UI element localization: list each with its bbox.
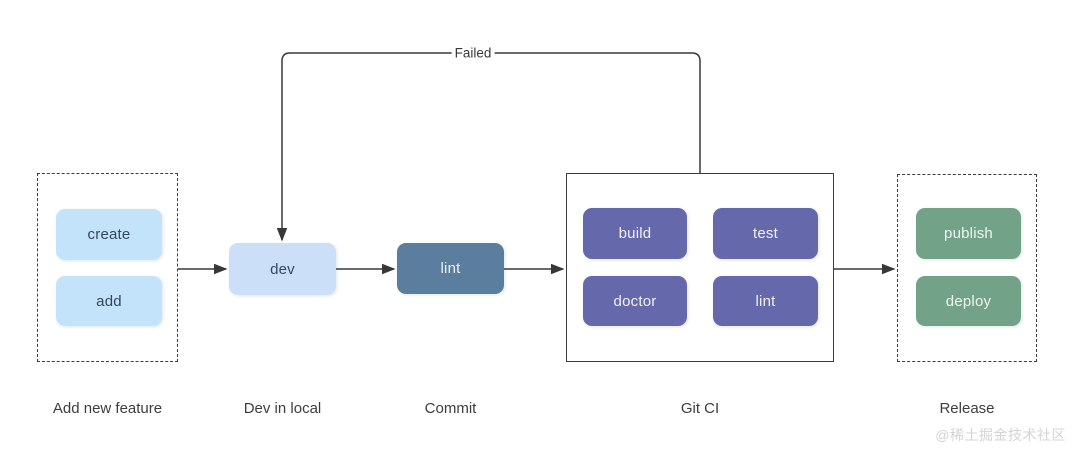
caption-release: Release — [939, 400, 995, 417]
node-doctor: doctor — [583, 276, 687, 326]
node-lint-commit: lint — [397, 243, 504, 294]
caption-commit: Commit — [424, 400, 477, 417]
caption-git-ci: Git CI — [680, 400, 720, 417]
juejin-watermark: @稀土掘金技术社区 — [935, 427, 1066, 443]
failed-edge-label: Failed — [451, 45, 495, 61]
node-build: build — [583, 208, 687, 259]
node-publish: publish — [916, 208, 1021, 259]
node-dev: dev — [229, 243, 336, 295]
stage-release-box — [897, 174, 1037, 362]
node-ci-lint: lint — [713, 276, 818, 326]
node-create: create — [56, 209, 162, 260]
stage-feature-box — [37, 173, 178, 362]
caption-dev-in-local: Dev in local — [243, 400, 322, 417]
stage-ci-box — [566, 173, 834, 362]
node-deploy: deploy — [916, 276, 1021, 326]
node-add: add — [56, 276, 162, 326]
caption-add-new-feature: Add new feature — [52, 400, 163, 417]
node-test: test — [713, 208, 818, 259]
